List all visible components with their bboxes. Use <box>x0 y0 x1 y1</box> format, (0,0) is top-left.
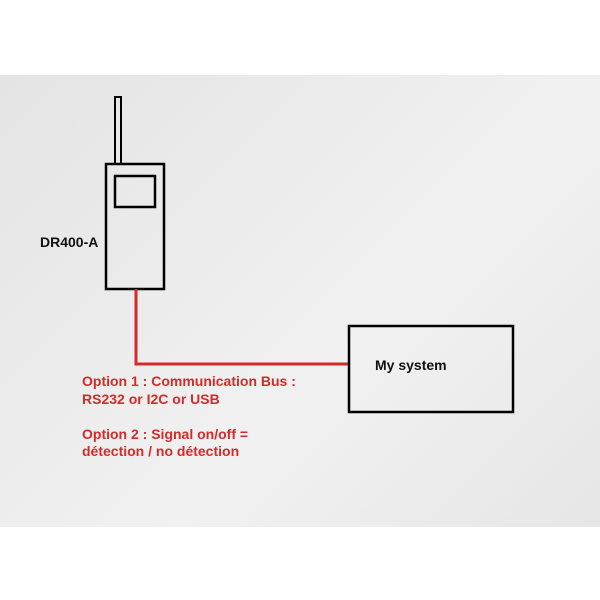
device-antenna <box>114 96 122 165</box>
system-box <box>347 324 515 414</box>
device-display <box>113 174 157 209</box>
device-label: DR400-A <box>40 234 99 250</box>
option1-line2: RS232 or I2C or USB <box>82 391 220 407</box>
screen-photo-background <box>0 75 600 527</box>
option2-line1: Option 2 : Signal on/off = <box>82 426 249 442</box>
connection-wire <box>134 289 350 366</box>
option1-line1: Option 1 : Communication Bus : <box>82 373 296 389</box>
option2-line2: détection / no détection <box>82 443 240 459</box>
system-label: My system <box>375 357 447 373</box>
